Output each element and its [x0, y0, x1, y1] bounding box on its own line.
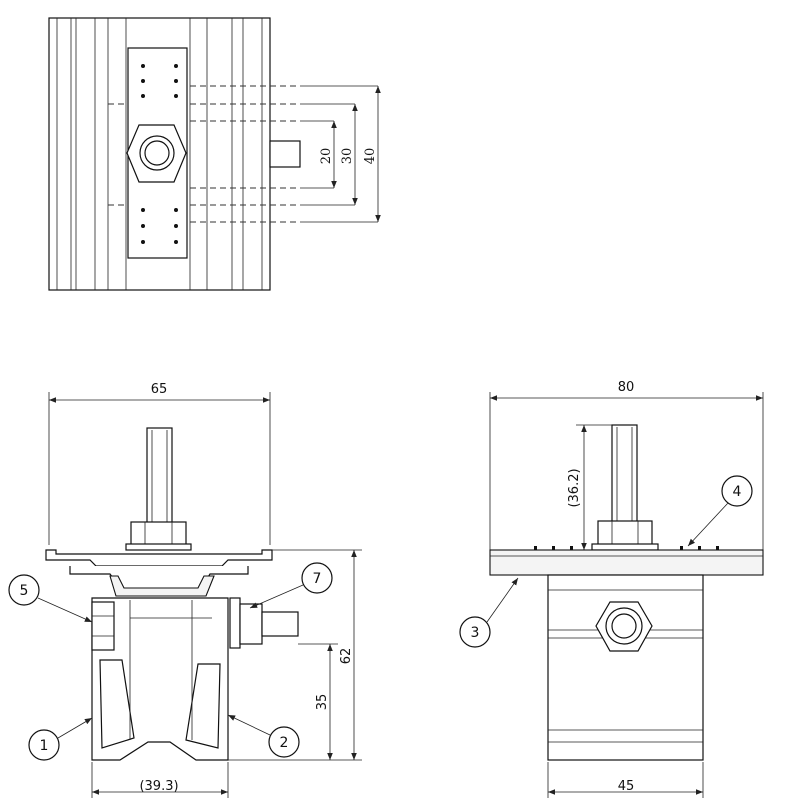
plate-teeth [534, 546, 719, 550]
clamp-upper [69, 566, 249, 591]
cavity-left [99, 659, 135, 749]
svg-text:7: 7 [313, 571, 322, 587]
washer-side [591, 543, 659, 551]
cavity-right [185, 663, 221, 749]
base-plate [489, 549, 764, 576]
bolt-end-face [611, 613, 637, 639]
top-view: 20 30 40 [48, 17, 381, 291]
balloon-4: 4 [687, 475, 753, 547]
dim-front-height: 62 [339, 648, 354, 665]
svg-text:1: 1 [40, 738, 49, 754]
side-bolt-stub [269, 140, 301, 168]
svg-text:2: 2 [280, 735, 289, 751]
hex-nut-side [597, 520, 653, 546]
svg-text:3: 3 [471, 625, 480, 641]
balloon-2: 2 [227, 714, 300, 758]
svg-text:4: 4 [733, 484, 742, 500]
front-view: 65 62 [8, 382, 362, 798]
nut-right [239, 603, 263, 645]
washer-right [229, 597, 241, 649]
dim-top-40: 40 [363, 148, 378, 165]
nut-left [91, 601, 115, 651]
bolt-right [261, 611, 299, 637]
washer-front [125, 543, 192, 551]
dim-side-width: 80 [618, 380, 635, 395]
stud-front [146, 427, 173, 525]
balloon-5: 5 [8, 574, 93, 623]
plate-holes [141, 64, 178, 244]
balloon-1: 1 [28, 717, 93, 761]
dim-top-30: 30 [340, 148, 355, 165]
balloon-3: 3 [459, 577, 519, 648]
dim-front-width: 65 [151, 382, 168, 397]
svg-text:5: 5 [20, 583, 29, 599]
rail-grooves [56, 18, 263, 290]
dim-side-stud: (36.2) [567, 468, 582, 507]
rail-head [45, 549, 273, 567]
dim-side-base: 45 [618, 779, 635, 794]
dim-top-20: 20 [319, 148, 334, 165]
hex-nut-front [130, 521, 187, 547]
dim-front-bolt-height: 35 [315, 694, 330, 711]
stud-top [144, 140, 170, 166]
hidden-slots [108, 85, 300, 223]
clip-profile [109, 575, 215, 597]
side-view: 80 (36.2) [459, 380, 764, 798]
top-dims: 20 30 40 [300, 85, 381, 223]
stud-side [611, 424, 638, 524]
balloon-7: 7 [249, 562, 333, 609]
rail-section [547, 574, 704, 761]
dim-front-base: (39.3) [139, 779, 178, 794]
